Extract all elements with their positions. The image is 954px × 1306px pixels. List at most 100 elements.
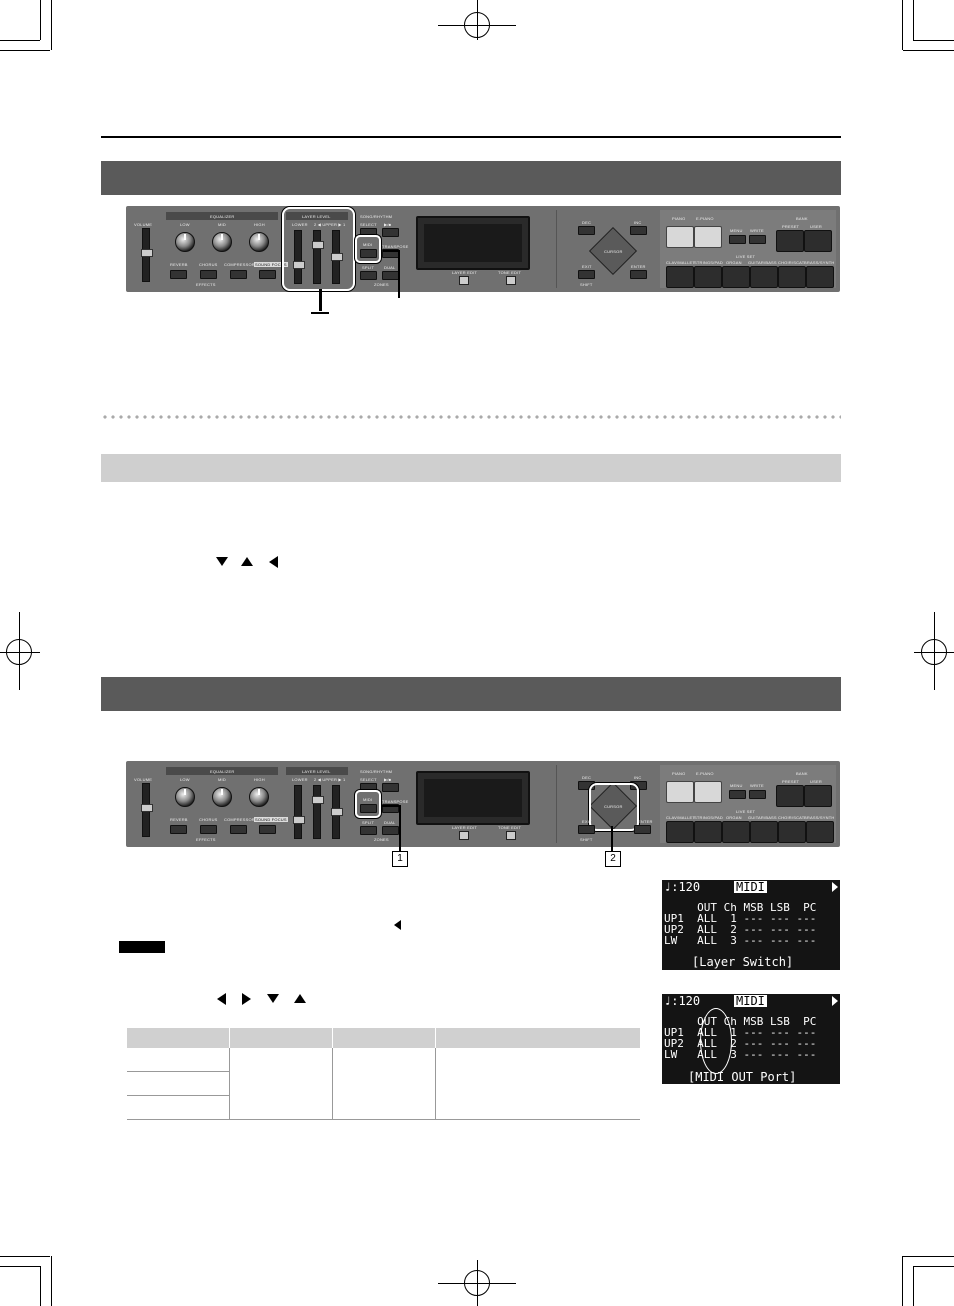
display-screen [416, 771, 530, 825]
panel-illustration-top: VOLUME EQUALIZER LOW MID HIGH REVERB CHO… [126, 206, 840, 292]
effects-label: EFFECTS [196, 837, 216, 842]
effects-label: EFFECTS [196, 282, 216, 287]
up-arrow-icon [241, 557, 253, 566]
equalizer-label: EQUALIZER [210, 769, 235, 774]
exit-label: EXIT [582, 264, 592, 269]
crop-mark [51, 0, 52, 50]
crop-mark [0, 50, 50, 51]
lower-label: LOWER [292, 222, 308, 227]
sound-focus-label: SOUND FOCUS [254, 817, 288, 822]
out-column-highlight [700, 1008, 732, 1074]
lcd-title: MIDI [734, 994, 767, 1008]
crop-mark [51, 1256, 52, 1306]
chorus-button [200, 825, 217, 834]
callout-line [399, 805, 401, 851]
dual-label: DUAL [384, 820, 396, 825]
piano-pad [666, 226, 694, 248]
pad-9 [806, 821, 834, 843]
lcd-tempo: ♩:120 [664, 994, 701, 1008]
user-pad [804, 230, 832, 252]
split-button [360, 271, 377, 280]
layer-level-label: LAYER LEVEL [302, 769, 331, 774]
pad-8-label: CHOIR/SCAT [778, 260, 805, 265]
midi-button-highlight [355, 235, 381, 263]
subsection-heading-bar [101, 454, 841, 482]
down-arrow-icon [267, 994, 279, 1003]
layer-edit-label: LAYER EDIT [452, 270, 478, 275]
select-label: SELECT [360, 222, 377, 227]
layer-slider-lower [293, 785, 305, 839]
parameter-table [126, 1028, 640, 1120]
table-cell [332, 1048, 436, 1120]
table-header-cell [126, 1028, 230, 1048]
step-marker-1: 1 [392, 851, 408, 867]
piano-label: PIANO [672, 771, 686, 776]
compressor-label: COMPRESSOR [224, 817, 255, 822]
compressor-button [230, 825, 247, 834]
menu-label: MENU [730, 228, 743, 233]
pad-7-label: GUITAR/BASS [748, 815, 777, 820]
callout-line [382, 805, 400, 807]
play-stop-label: ▶/■ [384, 777, 392, 782]
bank-label: BANK [796, 216, 808, 221]
layer-level-label: LAYER LEVEL [302, 214, 331, 219]
lcd-row: UP1 ALL 1 --- --- --- [664, 912, 817, 925]
dec-label: DEC [582, 220, 592, 225]
inc-button [630, 226, 647, 235]
crop-mark [902, 1256, 903, 1306]
eq-mid-knob [212, 787, 232, 807]
eq-low-knob [175, 787, 195, 807]
write-button [749, 790, 766, 799]
pad-6-label: ORGAN [726, 260, 742, 265]
callout-line [319, 289, 322, 311]
eq-high-knob [249, 787, 269, 807]
chorus-button [200, 270, 217, 279]
lcd-row: UP2 ALL 2 --- --- --- [664, 923, 817, 936]
midi-button-highlight [355, 790, 381, 818]
shift-label: SHIFT [580, 282, 593, 287]
table-header-cell [229, 1028, 333, 1048]
pad-8-label: CHOIR/SCAT [778, 815, 805, 820]
eq-high-label: HIGH [254, 777, 265, 782]
chorus-label: CHORUS [199, 262, 218, 267]
eq-mid-label: MID [218, 222, 226, 227]
crop-mark [902, 0, 903, 50]
sound-focus-button [259, 270, 276, 279]
chorus-label: CHORUS [199, 817, 218, 822]
table-cell [126, 1048, 230, 1072]
pad-5 [694, 266, 722, 288]
crop-mark [903, 1256, 954, 1257]
eq-high-label: HIGH [254, 222, 265, 227]
table-row [126, 1048, 640, 1120]
split-button [360, 826, 377, 835]
eq-low-label: LOW [180, 222, 190, 227]
eq-low-knob [175, 232, 195, 252]
user-label: USER [810, 224, 822, 229]
tone-edit-label: TONE EDIT [498, 270, 522, 275]
transpose-button [382, 804, 399, 813]
sound-focus-button [259, 825, 276, 834]
split-label: SPLIT [362, 820, 375, 825]
live-set-label: LIVE SET [736, 809, 756, 814]
volume-slider [141, 783, 153, 837]
user-label: USER [810, 779, 822, 784]
upper-label: 2 ◀ UPPER ▶ 1 [314, 222, 346, 227]
callout-line [398, 250, 400, 298]
layer-slider-upper2 [312, 785, 324, 839]
lower-label: LOWER [292, 777, 308, 782]
lcd-screen-midi-out-port: ♩:120 MIDI OUT Ch MSB LSB PC UP1 ALL 1 -… [662, 994, 840, 1084]
compressor-label: COMPRESSOR [224, 262, 255, 267]
sound-focus-label: SOUND FOCUS [254, 262, 288, 267]
e-piano-label: E.PIANO [696, 771, 714, 776]
note-badge [119, 941, 165, 953]
table-cell [435, 1048, 640, 1120]
lcd-screen-layer-switch: ♩:120 MIDI OUT Ch MSB LSB PC UP1 ALL 1 -… [662, 880, 840, 970]
reverb-label: REVERB [170, 262, 188, 267]
layer-slider-upper2 [312, 230, 324, 284]
up-arrow-icon [294, 994, 306, 1003]
table-header-row [126, 1028, 640, 1048]
section-heading-bar [101, 677, 841, 711]
lcd-title: MIDI [734, 880, 767, 894]
pad-8 [778, 266, 806, 288]
section-heading-bar [101, 161, 841, 195]
